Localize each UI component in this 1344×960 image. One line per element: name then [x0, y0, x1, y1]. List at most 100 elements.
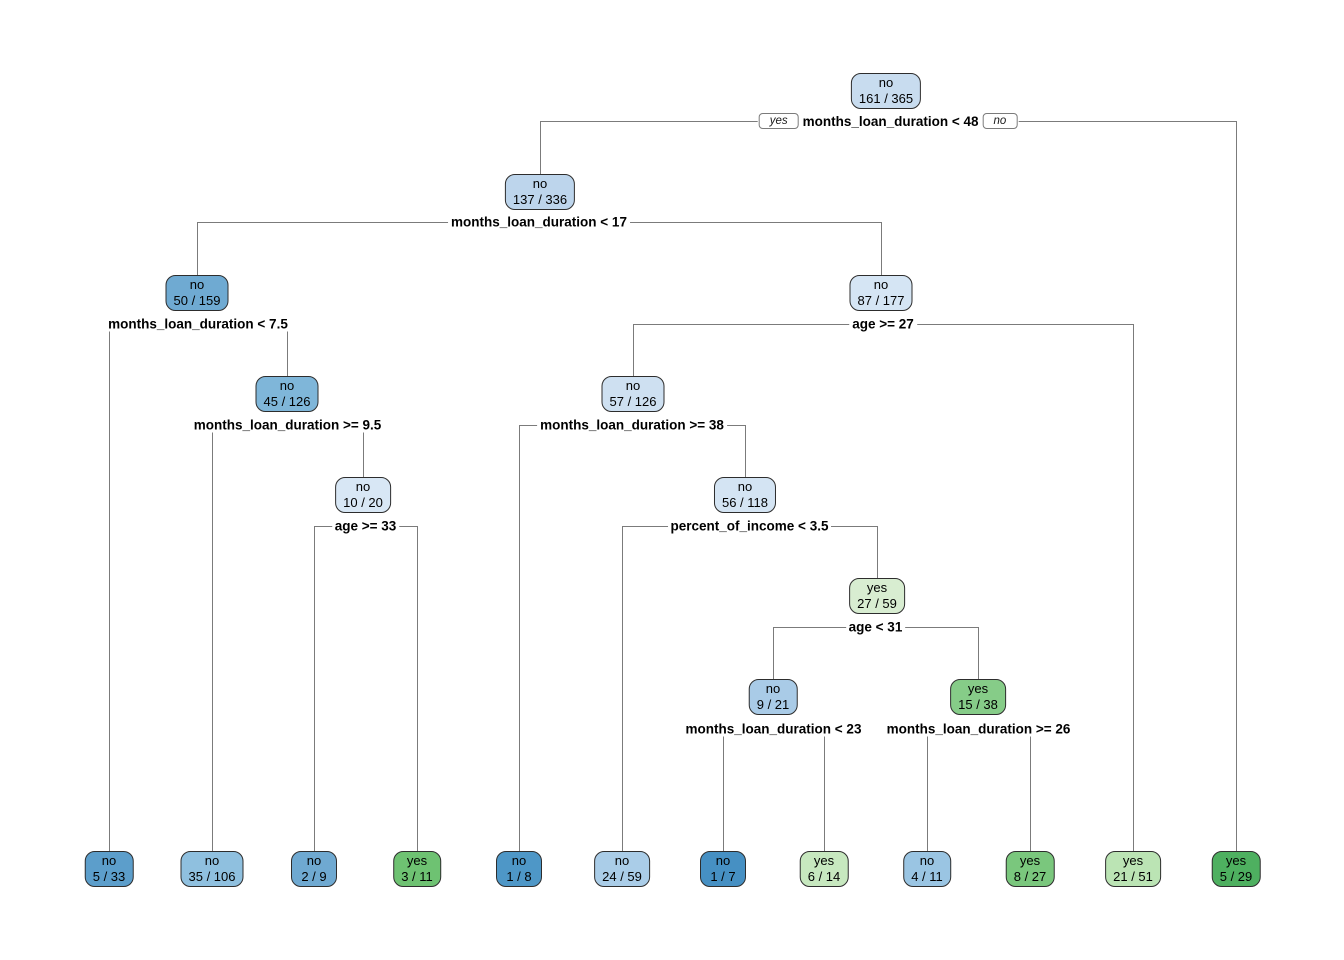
node-class-label: no	[279, 378, 295, 393]
split-condition: percent_of_income < 3.5	[667, 518, 832, 534]
node-count-label: 15 / 38	[958, 697, 998, 712]
node-count-label: 5 / 29	[1219, 869, 1253, 884]
split-condition: months_loan_duration < 23	[682, 721, 865, 737]
node-class-label: yes	[866, 580, 888, 595]
branch-vline	[745, 425, 746, 477]
split-label: months_loan_duration < 23	[682, 721, 865, 737]
node-class-label: no	[204, 853, 220, 868]
node-class-label: no	[614, 853, 630, 868]
branch-vline	[363, 425, 364, 477]
node-count-label: 21 / 51	[1113, 869, 1153, 884]
branch-vline	[1236, 121, 1237, 851]
node-count-label: 50 / 159	[173, 293, 221, 308]
node-count-label: 45 / 126	[263, 394, 311, 409]
node-class-label: yes	[1019, 853, 1041, 868]
node-class-label: yes	[813, 853, 835, 868]
node-count-label: 6 / 14	[807, 869, 841, 884]
node-class-label: no	[765, 681, 781, 696]
node-count-label: 161 / 365	[858, 91, 914, 106]
branch-vline	[881, 222, 882, 275]
branch-vline	[109, 324, 110, 851]
node-count-label: 87 / 177	[857, 293, 905, 308]
split-condition: months_loan_duration >= 26	[883, 721, 1074, 737]
branch-tag-no: no	[982, 113, 1018, 129]
node-class-label: no	[737, 479, 753, 494]
node-class-label: no	[625, 378, 641, 393]
split-label: age < 31	[845, 619, 906, 635]
node-count-label: 27 / 59	[857, 596, 897, 611]
branch-vline	[622, 526, 623, 851]
node-class-label: no	[306, 853, 322, 868]
branch-vline	[1030, 729, 1031, 851]
node-count-label: 3 / 11	[401, 869, 433, 884]
branch-vline	[877, 526, 878, 578]
branch-vline	[723, 729, 724, 851]
node-class-label: yes	[1225, 853, 1247, 868]
branch-vline	[417, 526, 418, 851]
split-label: months_loan_duration >= 9.5	[190, 417, 385, 433]
branch-vline	[212, 425, 213, 851]
split-condition: age >= 27	[849, 316, 917, 332]
split-label: months_loan_duration >= 38	[537, 417, 727, 433]
split-condition: months_loan_duration < 7.5	[105, 316, 291, 332]
branch-tag-yes: yes	[758, 113, 799, 129]
branch-vline	[540, 121, 541, 174]
node-class-label: no	[532, 176, 548, 191]
node-count-label: 10 / 20	[343, 495, 383, 510]
node-count-label: 1 / 7	[710, 869, 736, 884]
node-count-label: 57 / 126	[609, 394, 657, 409]
branch-vline	[824, 729, 825, 851]
node-count-label: 56 / 118	[721, 495, 769, 510]
split-condition: months_loan_duration < 48	[799, 113, 982, 129]
split-condition: months_loan_duration >= 9.5	[190, 417, 385, 433]
branch-vline	[287, 324, 288, 376]
node-class-label: no	[873, 277, 889, 292]
node-count-label: 35 / 106	[188, 869, 236, 884]
node-count-label: 4 / 11	[911, 869, 943, 884]
node-class-label: no	[715, 853, 731, 868]
split-label: months_loan_duration < 7.5	[105, 316, 291, 332]
split-condition: age < 31	[845, 619, 906, 635]
node-count-label: 5 / 33	[92, 869, 126, 884]
branch-vline	[1133, 324, 1134, 851]
node-count-label: 8 / 27	[1013, 869, 1047, 884]
node-count-label: 1 / 8	[506, 869, 532, 884]
node-count-label: 24 / 59	[602, 869, 642, 884]
branch-vline	[633, 324, 634, 376]
node-count-label: 2 / 9	[301, 869, 327, 884]
node-class-label: no	[355, 479, 371, 494]
split-condition: age >= 33	[331, 518, 400, 534]
branch-vline	[773, 627, 774, 679]
node-class-label: no	[511, 853, 527, 868]
split-label: months_loan_duration >= 26	[883, 721, 1074, 737]
node-class-label: yes	[1122, 853, 1144, 868]
branch-vline	[314, 526, 315, 851]
split-condition: months_loan_duration < 17	[448, 214, 630, 230]
split-label: age >= 33	[331, 518, 400, 534]
node-class-label: yes	[967, 681, 989, 696]
node-class-label: no	[189, 277, 205, 292]
node-count-label: 137 / 336	[512, 192, 568, 207]
node-class-label: no	[919, 853, 935, 868]
node-count-label: 9 / 21	[756, 697, 790, 712]
